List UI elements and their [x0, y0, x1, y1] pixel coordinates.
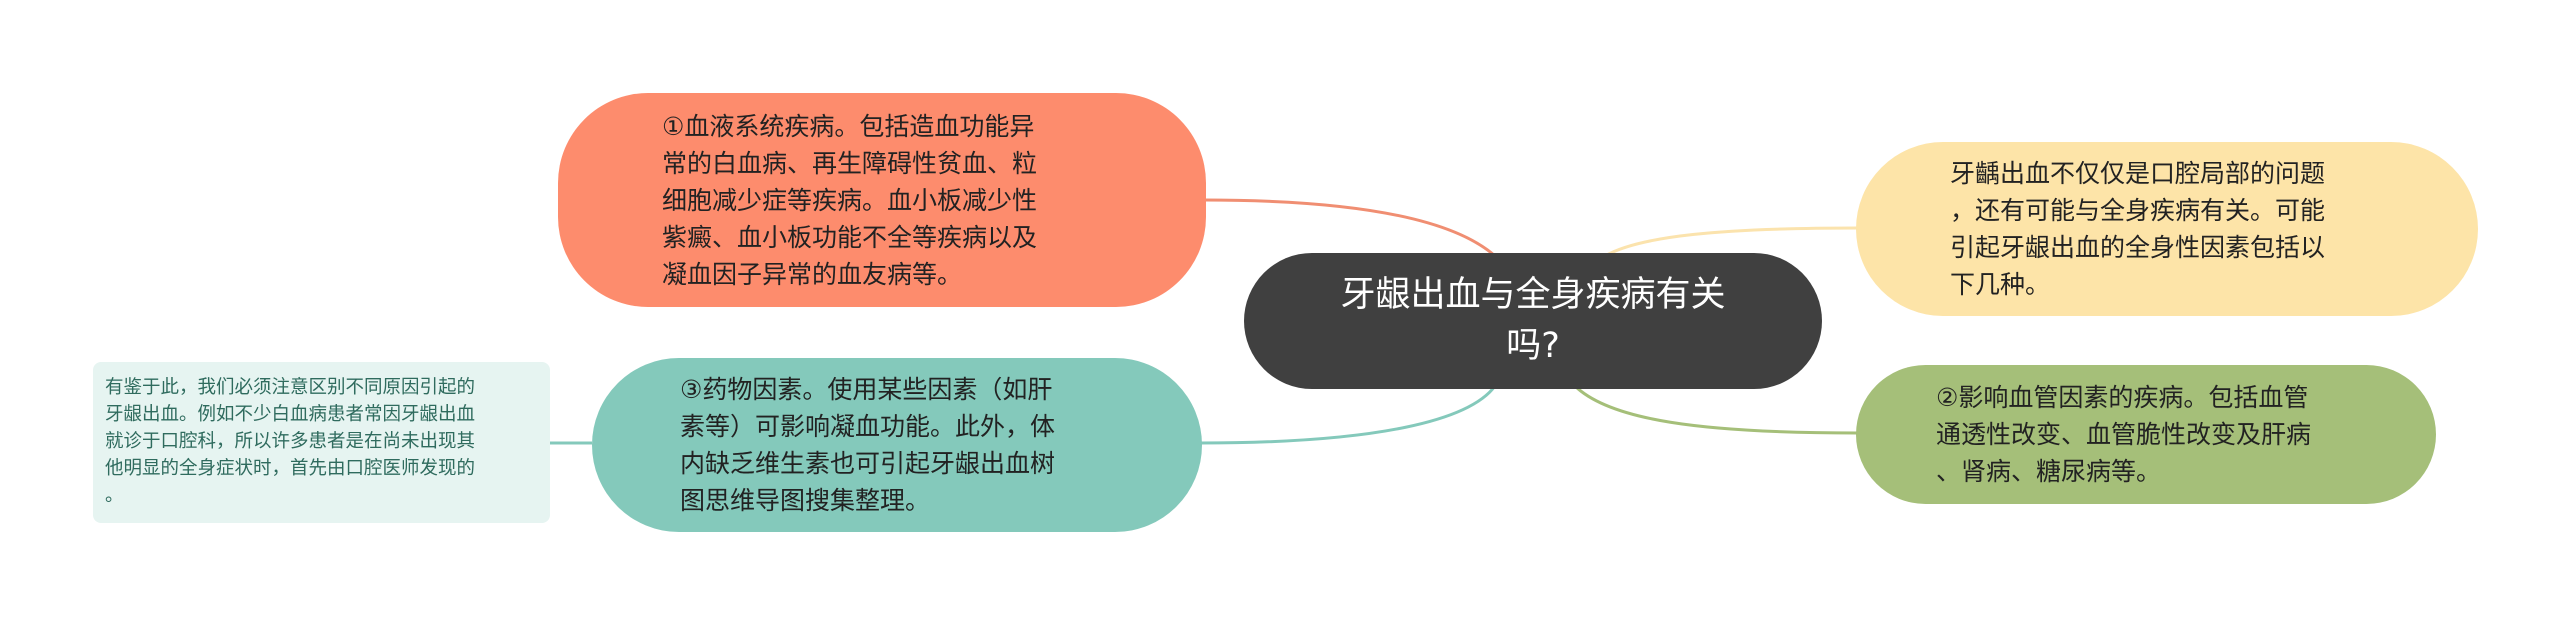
node-intro-text: 牙齲出血不仅仅是口腔局部的问题 ，还有可能与全身疾病有关。可能 引起牙龈出血的全… [1950, 159, 2326, 299]
node-drug-factors[interactable]: ③药物因素。使用某些因素（如肝 素等）可影响凝血功能。此外，体 内缺乏维生素也可… [592, 358, 1202, 532]
note-text: 有鉴于此，我们必须注意区别不同原因引起的 牙龈出血。例如不少白血病患者常因牙龈出… [105, 377, 476, 506]
connector-drug [1199, 385, 1497, 445]
node-vascular-factors[interactable]: ②影响血管因素的疾病。包括血管 通透性改变、血管脆性改变及肝病 、肾病、糖尿病等… [1856, 365, 2436, 504]
node-hematologic-text: ①血液系统疾病。包括造血功能异 常的白血病、再生障碍性贫血、粒 细胞减少症等疾病… [662, 111, 1038, 289]
node-drug-text: ③药物因素。使用某些因素（如肝 素等）可影响凝血功能。此外，体 内缺乏维生素也可… [680, 375, 1056, 515]
node-intro[interactable]: 牙齲出血不仅仅是口腔局部的问题 ，还有可能与全身疾病有关。可能 引起牙龈出血的全… [1856, 142, 2478, 316]
central-topic-text: 牙龈出血与全身疾病有关 吗? [1340, 275, 1726, 366]
node-vascular-text: ②影响血管因素的疾病。包括血管 通透性改变、血管脆性改变及肝病 、肾病、糖尿病等… [1936, 383, 2312, 486]
connector-hematologic [1203, 198, 1496, 258]
central-topic-node[interactable]: 牙龈出血与全身疾病有关 吗? [1244, 253, 1822, 389]
node-hematologic-diseases[interactable]: ①血液系统疾病。包括造血功能异 常的白血病、再生障碍性贫血、粒 细胞减少症等疾病… [558, 93, 1206, 307]
connector-intro [1604, 226, 1859, 258]
note-box[interactable]: 有鉴于此，我们必须注意区别不同原因引起的 牙龈出血。例如不少白血病患者常因牙龈出… [93, 362, 550, 523]
connector-vascular [1573, 384, 1859, 435]
